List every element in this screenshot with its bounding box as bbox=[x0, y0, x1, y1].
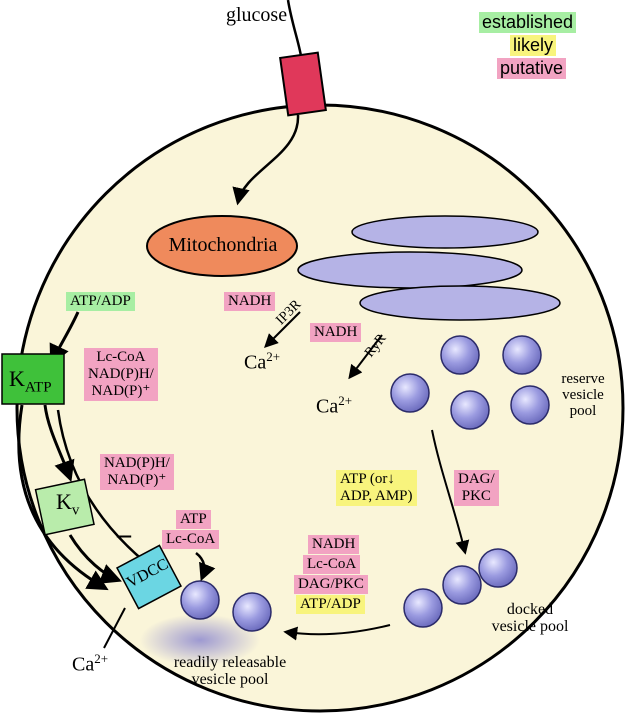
glucose-label: glucose bbox=[226, 4, 288, 26]
mitochondria-label: Mitochondria bbox=[168, 234, 278, 256]
docked-vesicles bbox=[403, 548, 518, 628]
katp-label-k: K bbox=[9, 366, 25, 391]
katp-channel bbox=[1, 353, 65, 405]
legend-established: established bbox=[479, 12, 577, 33]
nadh-box-1: NADH bbox=[224, 292, 276, 311]
readily-pool-label: readily releasable vesicle pool bbox=[173, 654, 287, 688]
ca-ryr-sup: 2+ bbox=[338, 393, 353, 408]
stack-atp-adp: ATP/ADP bbox=[296, 595, 365, 614]
atp-adp-box: ATP/ADP bbox=[66, 292, 135, 311]
docked-pool-label: docked vesicle pool bbox=[491, 601, 569, 635]
dag-pkc-box: DAG/ PKC bbox=[454, 470, 499, 506]
reserve-vesicles bbox=[390, 335, 550, 430]
stack-dag-pkc: DAG/PKC bbox=[294, 575, 368, 594]
atp-or-box: ATP (or↓ ADP, AMP) bbox=[336, 470, 417, 506]
glucose-line bbox=[286, 0, 304, 63]
reserve-to-docked-arrow bbox=[431, 429, 470, 555]
ca-ip3-sup: 2+ bbox=[266, 349, 281, 364]
ca-ip3-label: Ca2+ bbox=[244, 350, 280, 374]
ca-out-sup: 2+ bbox=[94, 651, 109, 666]
katp-label-sub: ATP bbox=[24, 379, 52, 396]
minus-sign: – bbox=[117, 519, 131, 550]
glucose-transporter bbox=[279, 51, 327, 117]
mitochondria-shape bbox=[146, 215, 298, 277]
legend-likely: likely bbox=[510, 35, 557, 56]
reserve-pool-label: reserve vesicle pool bbox=[561, 371, 605, 419]
kv-label: Kv bbox=[56, 490, 79, 519]
vdcc-channel bbox=[115, 544, 183, 610]
kv-label-k: K bbox=[56, 489, 72, 514]
ca-ryr-text: Ca bbox=[316, 395, 339, 418]
stack-lc-coa: Lc-CoA bbox=[303, 555, 361, 574]
atp-to-vesicle-arrow bbox=[195, 552, 216, 582]
ca-out-text: Ca bbox=[72, 653, 95, 676]
lc-coa-box: Lc-CoA bbox=[162, 530, 220, 549]
legend-putative: putative bbox=[497, 58, 567, 79]
docked-to-readily-arrow bbox=[283, 624, 391, 641]
kv-to-vdcc-line bbox=[68, 534, 122, 584]
atp-box: ATP bbox=[176, 510, 211, 529]
stack-nadh: NADH bbox=[308, 535, 360, 554]
ip3r-to-ca-arrow bbox=[264, 311, 301, 348]
lc-nad-box: Lc-CoA NAD(P)H/ NAD(P)⁺ bbox=[84, 348, 158, 401]
ryr-to-ca-arrow bbox=[348, 334, 383, 380]
ca-ryr-label: Ca2+ bbox=[316, 394, 352, 418]
glucose-arrow bbox=[232, 114, 300, 206]
katp-to-vdcc-line bbox=[17, 404, 109, 591]
endoplasmic-reticulum bbox=[297, 215, 561, 321]
kv-label-sub: v bbox=[71, 502, 80, 519]
ca-ip3-text: Ca bbox=[244, 351, 267, 374]
readily-releasable-vesicles bbox=[180, 580, 272, 632]
ca-out-label: Ca2+ bbox=[72, 652, 108, 676]
nadh-box-2: NADH bbox=[310, 323, 362, 342]
katp-label: KATP bbox=[9, 367, 52, 396]
nad-box-2: NAD(P)H/ NAD(P)⁺ bbox=[100, 454, 174, 490]
release-shadow bbox=[140, 614, 260, 666]
katp-to-kv-line bbox=[43, 404, 75, 482]
kv-channel bbox=[34, 478, 95, 536]
vdcc-ca-out-line bbox=[103, 607, 126, 649]
